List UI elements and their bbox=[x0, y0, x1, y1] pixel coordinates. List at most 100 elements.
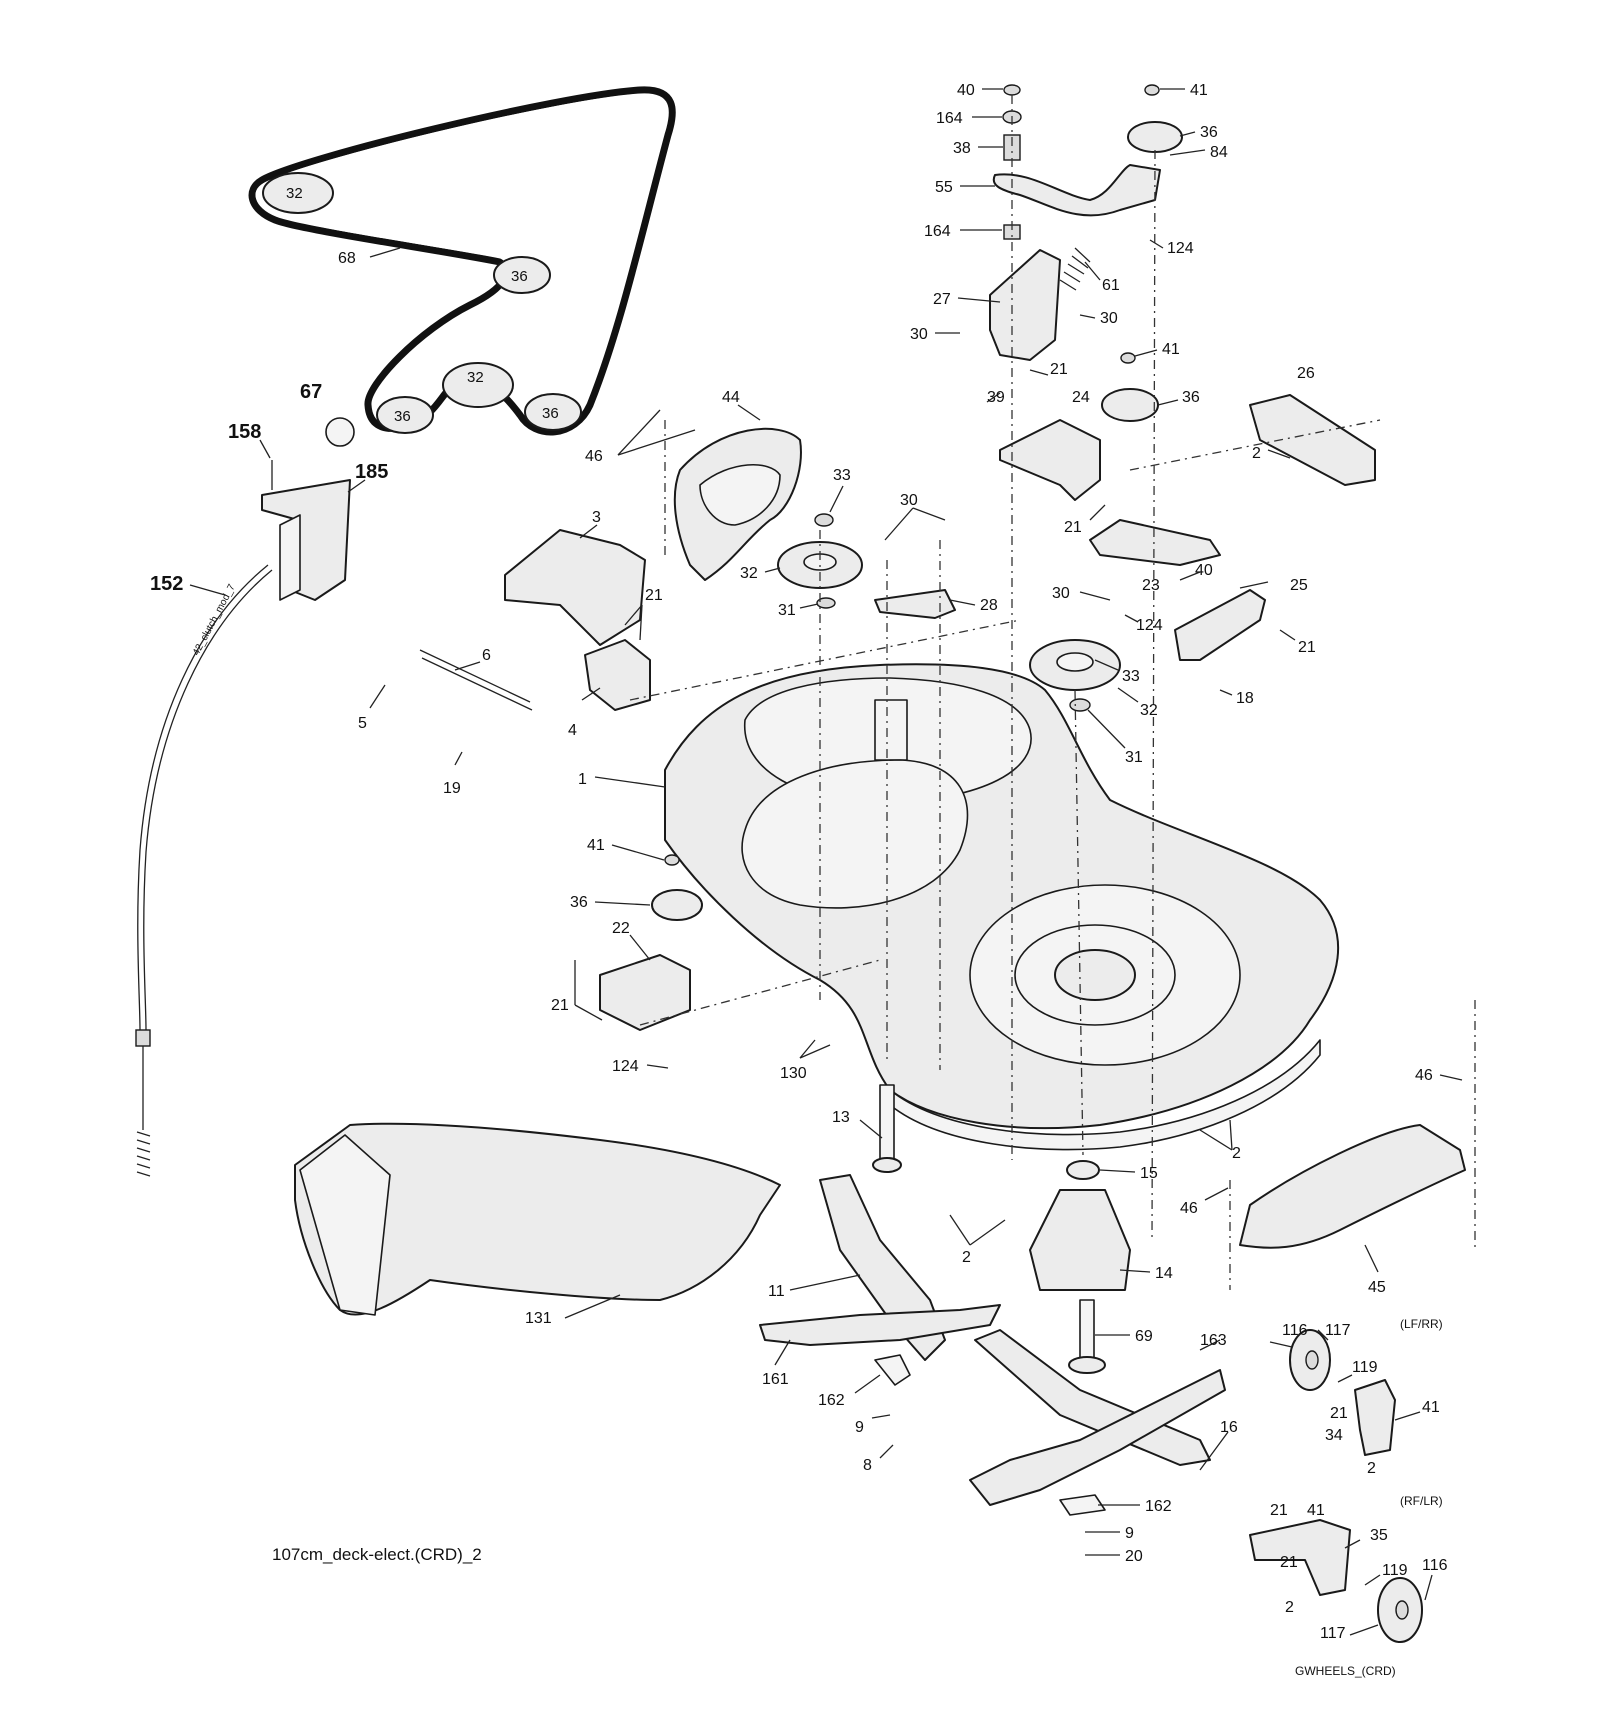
cable-end-fitting bbox=[135, 1029, 151, 1047]
callout-30-right: 30 bbox=[1100, 310, 1118, 327]
part-36-idler-pulley-mid bbox=[1101, 388, 1159, 422]
part-35-wheel-bracket-lower bbox=[1249, 1519, 1351, 1596]
part-6-rod-lower bbox=[421, 657, 533, 711]
callout-38: 38 bbox=[953, 140, 971, 157]
pulley-label: 36 bbox=[542, 405, 559, 422]
callout-5: 5 bbox=[358, 715, 367, 732]
leader-line bbox=[617, 429, 696, 456]
leader-line bbox=[859, 1119, 883, 1139]
leader-line bbox=[646, 1064, 669, 1069]
callout-21-left: 21 bbox=[551, 997, 569, 1014]
part-162-blade-plate-right bbox=[1059, 1494, 1106, 1516]
callout-2-wheel-lower: 2 bbox=[1285, 1599, 1294, 1616]
leader-line bbox=[1199, 1339, 1221, 1351]
callout-44: 44 bbox=[722, 389, 740, 406]
callout-15: 15 bbox=[1140, 1165, 1158, 1182]
pulley-32-left bbox=[262, 172, 334, 214]
part-152-cable-sheath bbox=[143, 569, 273, 1031]
leader-line bbox=[629, 934, 651, 961]
callout-31-center: 31 bbox=[778, 602, 796, 619]
leader-line bbox=[369, 247, 401, 258]
callout-9-right: 9 bbox=[1125, 1525, 1134, 1542]
part-22-bracket bbox=[599, 954, 691, 1031]
leader-line bbox=[1179, 571, 1201, 581]
callout-21: 21 bbox=[1050, 361, 1068, 378]
part-185-bracket bbox=[261, 479, 351, 601]
leader-line bbox=[1267, 449, 1291, 459]
callout-41-wheel-lower: 41 bbox=[1307, 1502, 1325, 1519]
part-14-spindle-housing bbox=[1029, 1189, 1131, 1291]
leader-line bbox=[1134, 349, 1158, 357]
cable-spring bbox=[136, 1046, 151, 1177]
callout-185: 185 bbox=[355, 461, 388, 483]
callout-41-left: 41 bbox=[587, 837, 605, 854]
pulley-label: 36 bbox=[511, 268, 528, 285]
part-162-blade-plate-left bbox=[874, 1354, 911, 1386]
leader-line bbox=[799, 603, 819, 609]
part-28-bracket bbox=[874, 589, 956, 619]
leader-line bbox=[854, 1374, 881, 1394]
part-61-spring bbox=[1059, 247, 1091, 291]
leader-line bbox=[611, 844, 665, 861]
leader-line bbox=[1099, 1169, 1136, 1173]
callout-4: 4 bbox=[568, 722, 577, 739]
part-15-bearing bbox=[1066, 1160, 1100, 1180]
callout-117-lower: 117 bbox=[1320, 1625, 1346, 1642]
callout-163: 163 bbox=[1200, 1332, 1227, 1349]
callout-11: 11 bbox=[768, 1283, 785, 1300]
callout-19: 19 bbox=[443, 780, 461, 797]
leader-line bbox=[1157, 399, 1179, 406]
callout-22: 22 bbox=[612, 920, 630, 937]
leader-line bbox=[799, 1039, 816, 1059]
callout-45: 45 bbox=[1368, 1279, 1386, 1296]
callout-69: 69 bbox=[1135, 1328, 1153, 1345]
callout-21-right: 21 bbox=[1064, 519, 1082, 536]
callout-84: 84 bbox=[1210, 144, 1228, 161]
deck-spindle-post bbox=[874, 699, 908, 761]
spindle-13-collar bbox=[872, 1157, 902, 1173]
part-25-arm bbox=[1174, 589, 1266, 661]
leader-line bbox=[799, 1044, 831, 1059]
part-40-nut bbox=[1003, 84, 1021, 96]
callout-40: 40 bbox=[957, 82, 975, 99]
leader-line bbox=[1439, 1074, 1463, 1081]
callout-32-center: 32 bbox=[740, 565, 758, 582]
callout-2-center: 2 bbox=[962, 1249, 971, 1266]
part-13-spindle-shaft bbox=[879, 1084, 895, 1166]
leader-line bbox=[1089, 504, 1106, 521]
leader-line bbox=[789, 1274, 861, 1291]
wheel-upper-hub bbox=[1305, 1350, 1319, 1370]
leader-line bbox=[574, 1004, 603, 1021]
part-41-nut-top bbox=[1144, 84, 1160, 96]
leader-line bbox=[912, 507, 946, 521]
pulley-36-upper bbox=[493, 256, 551, 294]
part-41-nut-left bbox=[664, 854, 680, 866]
callout-55: 55 bbox=[935, 179, 953, 196]
belt-guard-recess bbox=[699, 464, 781, 526]
leader-line bbox=[1084, 261, 1101, 281]
leader-line bbox=[1279, 629, 1296, 641]
callout-23: 23 bbox=[1142, 577, 1160, 594]
part-27-bracket bbox=[989, 249, 1061, 361]
leader-line bbox=[579, 524, 598, 539]
leader-line bbox=[594, 776, 666, 788]
leader-line bbox=[1179, 131, 1196, 137]
callout-3: 3 bbox=[592, 509, 601, 526]
pulley-label: 36 bbox=[394, 408, 411, 425]
part-6-rod bbox=[419, 649, 531, 703]
callout-31-right: 31 bbox=[1125, 749, 1143, 766]
leader-line bbox=[829, 485, 844, 513]
callout-30-deck: 30 bbox=[1052, 585, 1070, 602]
deck-housing bbox=[664, 663, 1340, 1151]
callout-40-right: 40 bbox=[1195, 562, 1213, 579]
leader-line bbox=[774, 1339, 791, 1366]
deck-right-spindle-hole bbox=[1054, 949, 1136, 1001]
part-36-idler-pulley-top bbox=[1127, 121, 1183, 153]
leader-line bbox=[969, 1219, 1006, 1246]
part-34-wheel-bracket-upper bbox=[1354, 1379, 1396, 1456]
discharge-chute-opening bbox=[299, 1134, 391, 1316]
leader-line bbox=[1204, 1187, 1229, 1201]
callout-46-top: 46 bbox=[585, 448, 603, 465]
part-41-nut-mid bbox=[1120, 352, 1136, 364]
callout-68: 68 bbox=[338, 250, 356, 267]
